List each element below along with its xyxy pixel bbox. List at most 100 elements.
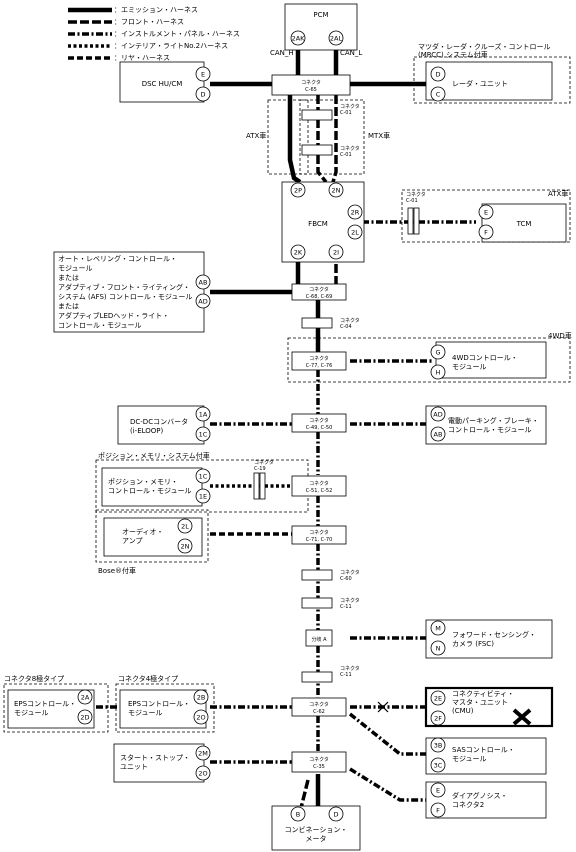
branch-a-box [305,629,333,647]
connector-word: コネクタ [340,103,360,110]
pin-label: E [484,208,488,216]
pin-label: 1E [199,492,207,500]
connector-word: コネクタ [301,79,321,86]
fsc-title: カメラ (FSC) [452,640,494,648]
atx-label: ATX車 [246,131,266,140]
pin-circle [478,224,494,240]
connector-c35 [291,751,347,773]
pin-circle [290,244,306,260]
pin-label: AD [198,297,207,305]
adaptive-title: モジュール [58,265,93,273]
diag-box [425,781,547,819]
pin-label: 2D [80,713,89,721]
pin-circle [195,765,211,781]
connector-id: C-62 [313,709,325,715]
epb-box [425,405,547,445]
frame-mtx [299,99,365,175]
pin-label: 3C [434,761,443,769]
pin-circle [430,364,446,380]
pin-label: 1A [199,410,208,418]
radar-title: レーダ・ユニット [452,79,508,88]
combo-title: コンビネーション・ [285,825,348,834]
cmu-title: マスタ・ユニット [452,698,508,707]
combo-title: メータ [306,834,327,843]
pin-circle [430,426,446,442]
pin-label: 2L [351,228,359,236]
fsc-box [425,619,553,659]
inline-connector-c01-tcm [407,207,414,235]
connector-c62 [291,697,347,717]
inline-connector-c01-a [301,109,333,121]
connector-id: C-35 [313,764,325,770]
cut-mark-icon [377,701,389,713]
pin-circle [430,406,446,422]
frame-bose [95,509,209,563]
adaptive-title: コントロール・モジュール [58,322,142,330]
connector-word: コネクタ [340,317,360,324]
fault-x-icon [512,708,532,726]
pin-label: 2N [332,186,341,194]
eps4-title: EPSコントロール・ [128,700,190,708]
pin-label: C [436,90,441,98]
pin-label: AD [433,410,442,418]
dsc-box [119,61,205,103]
pin-circle [195,293,211,309]
fault-x-icon [512,708,532,726]
sas-title: モジュール [452,755,487,763]
pin-label: M [435,624,441,632]
connector-id: C-01 [406,198,418,204]
eps4-title: モジュール [128,709,163,717]
radar-box [425,61,553,101]
pin-circle [290,182,306,198]
inline-connector-c04 [301,317,333,329]
pin-circle [430,710,446,726]
epb-title: コントロール・モジュール [448,426,532,434]
pin-label: 2K [294,248,303,256]
audio-title: オーディオ・ [122,527,164,536]
wire-atx-route [287,95,302,184]
pin-label: 2AL [330,34,343,42]
tcm-box [481,203,567,243]
fsc-title: フォワード・センシング・ [452,630,536,639]
pin-label: 2E [434,694,442,702]
frame-eps8 [3,683,109,733]
wire-sas [348,712,432,756]
connector-id: C-19 [254,466,266,472]
connector-word: コネクタ [340,569,360,576]
pin-label: 3B [434,741,443,749]
pin-circle [195,745,211,761]
wire-mtx-route [316,95,328,184]
awd-title: モジュール [452,363,487,371]
connector-word: コネクタ [309,417,329,424]
inline-connector-c19 [259,472,266,500]
pin-circle [328,806,344,822]
frame-atx [267,99,309,175]
frame-eps4 [115,683,215,733]
inline-connector-c19 [253,472,260,500]
inline-connector-c11-a [301,597,333,609]
pin-circle [347,224,363,240]
connector-word: コネクタ [340,597,360,604]
pin-circle [195,488,211,504]
pin-label: 2B [197,693,206,701]
pin-label: 1C [199,472,208,480]
adaptive-title: アダプティブLEDヘッド・ライト・ [58,311,169,320]
frame-4wd [287,337,571,383]
pin-label: D [200,90,205,98]
posmod-box [101,467,203,507]
pin-circle [195,66,211,82]
startstop-box [113,743,205,783]
conn4-label: コネクタ4極タイプ [118,674,178,683]
connector-c65 [271,74,351,96]
connector-c77 [291,351,347,371]
atx-label: ATX車 [548,189,568,198]
connector-word: コネクタ [340,665,360,672]
pin-circle [177,518,193,534]
connector-id: C-04 [340,324,352,330]
inline-connector-c01-b [301,144,333,156]
pin-label: B [296,810,300,818]
connector-id: C-71, C-70 [306,537,333,543]
connector-word: コネクタ [309,756,329,763]
